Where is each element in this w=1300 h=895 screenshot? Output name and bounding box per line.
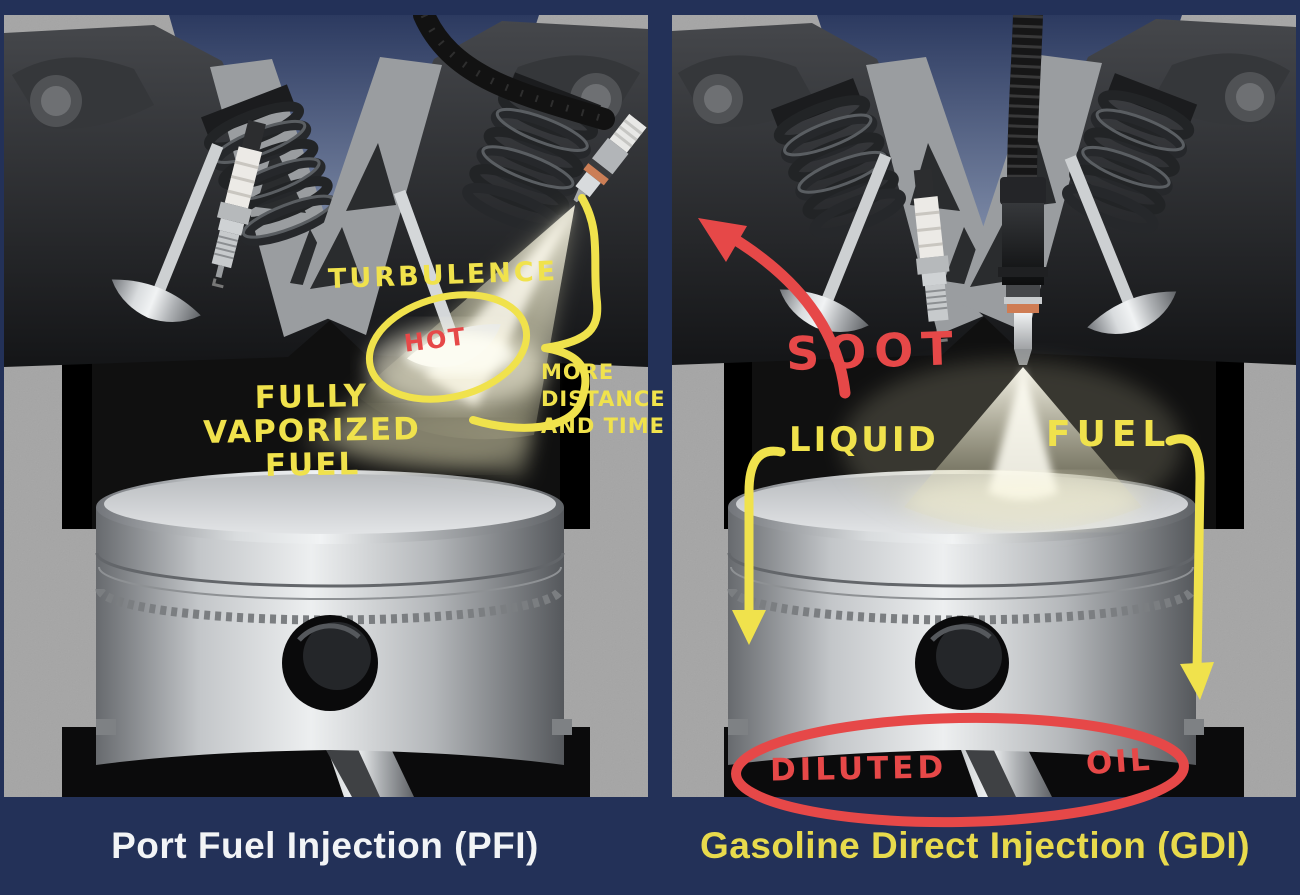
exhaust-valve-left [111, 143, 224, 322]
valve-spring-left [201, 84, 340, 246]
pfi-engine-illustration [4, 15, 648, 797]
spark-plug [211, 119, 266, 289]
spark-plug [913, 168, 950, 343]
injector-o-ring [1007, 304, 1039, 313]
valve-spring-right [1062, 73, 1198, 234]
valve-glow-core [404, 335, 514, 375]
gdi-engine-illustration [672, 15, 1296, 797]
caption-pfi: Port Fuel Injection (PFI) [111, 825, 539, 866]
port-fuel-injector [573, 113, 647, 203]
panel-divider [648, 15, 672, 797]
gdi-panel [672, 15, 1296, 797]
caption-gdi: Gasoline Direct Injection (GDI) [699, 825, 1251, 866]
fuel-hose [413, 15, 615, 130]
spray-cone [842, 360, 1182, 531]
cylinder-head-right [958, 19, 1296, 365]
rocker-arm-left [12, 57, 154, 129]
pfi-panel [4, 15, 648, 797]
caption-bar: Port Fuel Injection (PFI) Gasoline Direc… [0, 797, 1300, 895]
piston [95, 470, 572, 765]
exhaust-valve-right [1064, 155, 1177, 334]
vapor-mist [339, 409, 529, 469]
